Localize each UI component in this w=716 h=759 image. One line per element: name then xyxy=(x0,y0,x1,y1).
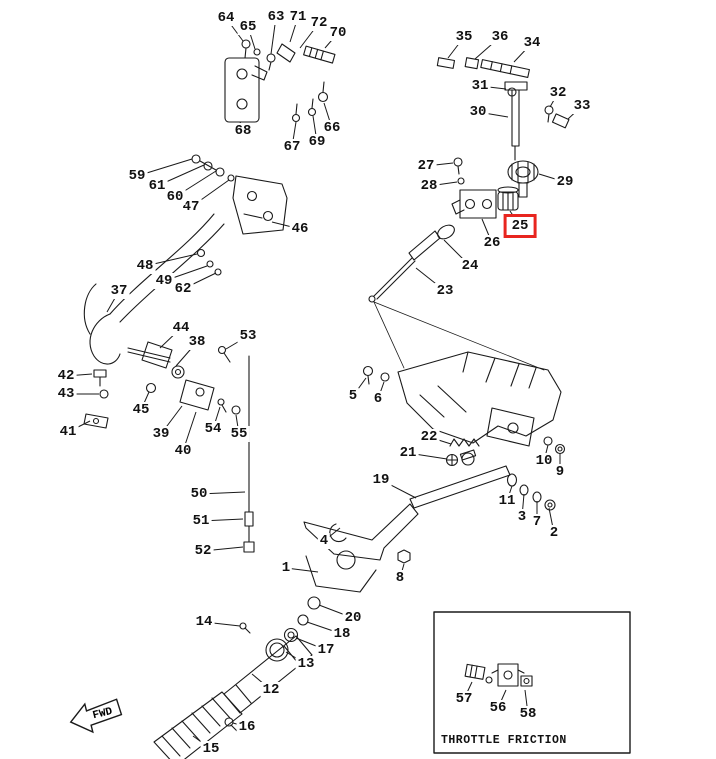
leader-line-45 xyxy=(141,392,149,410)
leader-line-5 xyxy=(353,378,366,396)
leader-line-21 xyxy=(408,453,447,459)
leader-line-56 xyxy=(498,690,506,708)
leader-lines xyxy=(66,17,582,749)
leader-line-19 xyxy=(381,480,416,498)
leader-line-25 xyxy=(510,211,520,226)
leader-line-55 xyxy=(236,415,239,434)
leader-line-51 xyxy=(201,519,243,521)
leader-line-29 xyxy=(539,174,565,182)
leader-line-44 xyxy=(160,328,181,348)
leader-line-47 xyxy=(191,180,229,207)
leader-line-26 xyxy=(482,219,492,243)
leader-line-46 xyxy=(272,222,300,229)
leader-line-58 xyxy=(525,690,528,714)
leader-line-70 xyxy=(325,33,338,48)
leader-line-27 xyxy=(426,163,453,166)
leader-line-48 xyxy=(145,254,197,266)
leader-line-52 xyxy=(203,547,243,551)
leader-line-22 xyxy=(429,437,451,444)
leader-line-23 xyxy=(416,268,445,291)
leader-line-72 xyxy=(300,23,319,48)
exploded-view-linework xyxy=(84,40,630,759)
leader-line-39 xyxy=(161,406,182,434)
fwd-arrow-icon: FWD xyxy=(67,696,124,736)
leader-line-32 xyxy=(550,93,558,107)
leader-line-24 xyxy=(444,240,470,266)
leader-line-6 xyxy=(378,382,384,399)
leader-line-18 xyxy=(307,622,342,634)
leader-line-11 xyxy=(507,486,512,501)
leader-line-33 xyxy=(568,106,582,119)
leader-line-2 xyxy=(549,508,554,533)
leader-line-34 xyxy=(514,43,532,62)
leader-line-71 xyxy=(290,17,298,42)
leader-line-10 xyxy=(544,445,548,461)
leader-line-12 xyxy=(252,674,271,690)
leader-line-14 xyxy=(204,622,240,626)
leader-line-28 xyxy=(429,182,457,186)
leader-line-8 xyxy=(400,564,404,578)
leader-line-30 xyxy=(478,112,508,117)
leader-line-15 xyxy=(193,736,211,749)
leader-line-35 xyxy=(448,37,464,58)
leader-line-42 xyxy=(66,374,92,376)
leader-line-67 xyxy=(292,122,296,147)
leader-line-65 xyxy=(248,27,255,49)
leader-line-37 xyxy=(107,291,119,312)
leader-line-59 xyxy=(137,159,192,176)
leader-line-1 xyxy=(286,568,318,572)
leader-line-38 xyxy=(176,342,197,366)
leader-line-16 xyxy=(233,723,247,727)
leader-line-31 xyxy=(480,86,506,89)
leader-line-64 xyxy=(226,18,243,41)
fwd-arrow-label: FWD xyxy=(92,706,115,723)
leader-line-57 xyxy=(464,682,472,699)
leader-line-62 xyxy=(183,273,216,289)
leader-line-36 xyxy=(475,37,500,59)
leader-line-66 xyxy=(324,103,332,128)
leader-line-54 xyxy=(213,407,220,429)
leader-line-41 xyxy=(68,421,90,432)
leader-line-49 xyxy=(164,266,207,281)
leader-line-63 xyxy=(271,17,276,54)
leader-line-53 xyxy=(226,336,248,349)
leader-line-68 xyxy=(240,122,243,131)
leader-line-17 xyxy=(296,638,326,650)
leader-line-50 xyxy=(199,492,245,494)
leader-line-3 xyxy=(522,494,524,517)
leader-line-20 xyxy=(319,605,353,618)
inset-caption: THROTTLE FRICTION xyxy=(441,734,567,747)
leader-line-69 xyxy=(313,116,317,142)
leader-line-40 xyxy=(183,412,196,451)
